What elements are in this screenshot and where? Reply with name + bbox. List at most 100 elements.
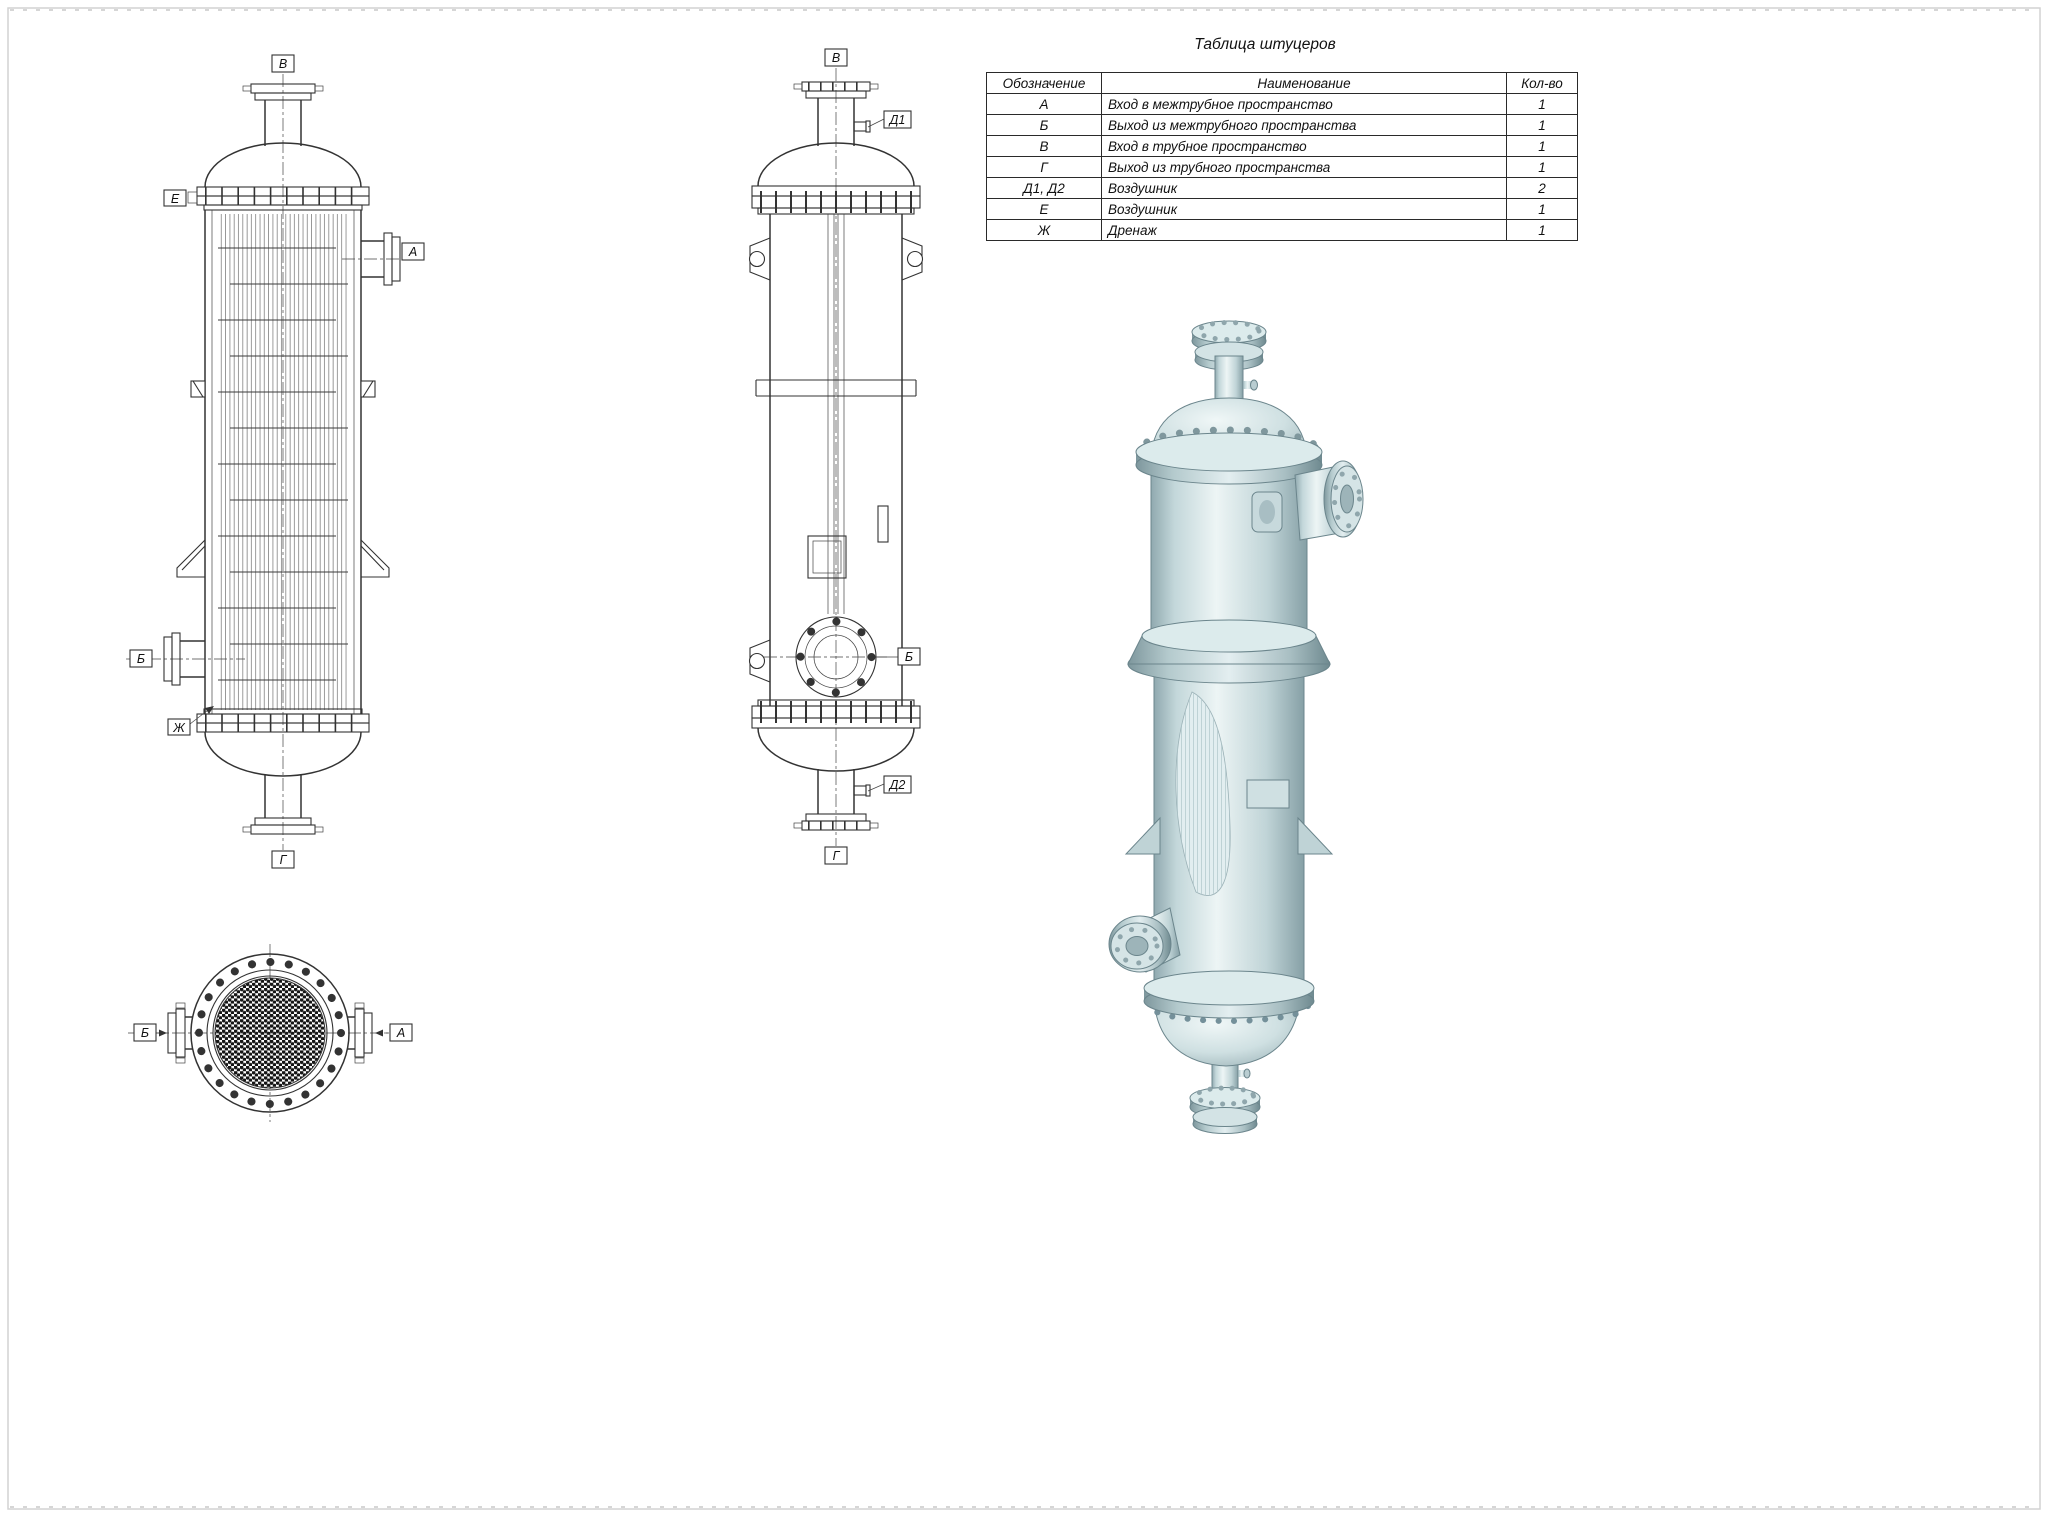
cell-qty: 2	[1506, 177, 1578, 199]
label-box-b	[129, 649, 153, 668]
render-right-nozzle	[1294, 460, 1364, 541]
front-sectional-view: В Е А Б Ж Г	[126, 54, 425, 869]
baffles	[218, 247, 348, 681]
front-bottom-nozzle	[204, 731, 362, 835]
cell-name: Выход из межтрубного пространства	[1101, 114, 1507, 136]
nozzle-table: Обозначение Наименование Кол-во А Вход в…	[986, 72, 1578, 241]
render-cutaway	[1175, 691, 1231, 896]
front-top-head	[204, 142, 362, 188]
col-header-name: Наименование	[1101, 72, 1507, 94]
side-bottom-flange	[751, 699, 921, 729]
sheet-frame	[7, 7, 2041, 1510]
nozzle-table-title: Таблица штуцеров	[1194, 36, 1336, 53]
label-g2: Г	[833, 849, 841, 863]
col-header-qty: Кол-во	[1506, 72, 1578, 94]
side-labels: В Д1 Б Д2 Г	[824, 48, 921, 865]
render-support-ring	[1127, 619, 1331, 684]
front-nozzle-a	[342, 232, 401, 286]
render-top-neck	[1214, 355, 1244, 403]
render-bottom-flange	[1189, 1085, 1261, 1134]
render-gusset-right	[1297, 816, 1334, 855]
label-box-d1	[883, 110, 912, 129]
plan-nozzle-b	[167, 1002, 193, 1064]
front-labels: В Е А Б Ж Г	[129, 54, 425, 869]
plan-nozzle-a	[347, 1002, 373, 1064]
cell-code: Д1, Д2	[986, 177, 1102, 199]
render-3d	[1108, 320, 1364, 1134]
cell-code: А	[986, 93, 1102, 115]
cell-name: Воздушник	[1101, 177, 1507, 199]
table-header-row: Обозначение Наименование Кол-во	[986, 72, 1578, 94]
front-shell	[204, 210, 362, 714]
label-d2: Д2	[888, 778, 906, 792]
front-nozzle-b	[126, 632, 245, 686]
tube-field	[214, 977, 326, 1089]
table-row: Д1, Д2 Воздушник 2	[986, 177, 1578, 199]
side-top-nozzle	[793, 81, 879, 146]
label-box-g	[271, 850, 295, 869]
render-drain-stub	[1238, 1070, 1247, 1077]
cell-code: Ж	[986, 219, 1102, 241]
table-row: А Вход в межтрубное пространство 1	[986, 93, 1578, 115]
cell-name: Вход в трубное пространство	[1101, 135, 1507, 157]
label-box-v2	[824, 48, 848, 67]
front-mid-ring	[190, 380, 376, 398]
col-header-designation: Обозначение	[986, 72, 1102, 94]
cell-qty: 1	[1506, 156, 1578, 178]
label-box-plan-b	[133, 1023, 157, 1042]
label-plan-b: Б	[141, 1026, 149, 1040]
label-e: Е	[171, 192, 180, 206]
table-row: Г Выход из трубного пространства 1	[986, 156, 1578, 178]
render-girth-flange	[1135, 426, 1323, 485]
label-box-a	[401, 242, 425, 261]
side-top-flange	[751, 185, 921, 215]
cell-name: Выход из трубного пространства	[1101, 156, 1507, 178]
label-box-v	[271, 54, 295, 73]
cell-code: Б	[986, 114, 1102, 136]
vent-d2-stub	[853, 785, 867, 796]
label-v: В	[279, 57, 287, 71]
nameplate	[807, 535, 847, 579]
label-plan-a: А	[396, 1026, 405, 1040]
label-g: Г	[280, 853, 288, 867]
side-shell	[755, 214, 917, 706]
label-v2: В	[832, 51, 840, 65]
front-top-flange	[187, 186, 370, 211]
cell-code: В	[986, 135, 1102, 157]
vent-d1-stub	[853, 121, 867, 132]
cell-qty: 1	[1506, 198, 1578, 220]
cell-name: Воздушник	[1101, 198, 1507, 220]
table-row: Б Выход из межтрубного пространства 1	[986, 114, 1578, 136]
table-row: Ж Дренаж 1	[986, 219, 1578, 241]
label-box-b2	[897, 647, 921, 666]
label-box-g2	[824, 846, 848, 865]
cell-code: Г	[986, 156, 1102, 178]
side-bottom-nozzle	[757, 727, 915, 831]
side-top-head	[757, 142, 915, 187]
table-row: Е Воздушник 1	[986, 198, 1578, 220]
cell-qty: 1	[1506, 93, 1578, 115]
plan-view: Б А	[128, 944, 414, 1122]
tube-bundle	[218, 214, 348, 710]
render-vent-stub	[1243, 381, 1254, 389]
front-supports	[176, 539, 390, 578]
cell-name: Дренаж	[1101, 219, 1507, 241]
side-view: В Д1 Б Д2 Г	[748, 48, 924, 865]
vent-e-stub	[187, 191, 198, 204]
render-left-nozzle	[1108, 907, 1181, 973]
cell-qty: 1	[1506, 114, 1578, 136]
render-bottom-flange-ring	[1143, 970, 1315, 1024]
render-plate	[1246, 779, 1290, 809]
render-upper-shell	[1150, 459, 1308, 639]
cell-qty: 1	[1506, 219, 1578, 241]
cell-code: Е	[986, 198, 1102, 220]
label-b: Б	[137, 652, 145, 666]
front-bottom-flange	[196, 708, 370, 733]
cell-qty: 1	[1506, 135, 1578, 157]
label-a: А	[408, 245, 417, 259]
render-recess	[1251, 491, 1283, 533]
label-box-d2	[883, 775, 912, 794]
render-gusset-left	[1124, 816, 1161, 855]
